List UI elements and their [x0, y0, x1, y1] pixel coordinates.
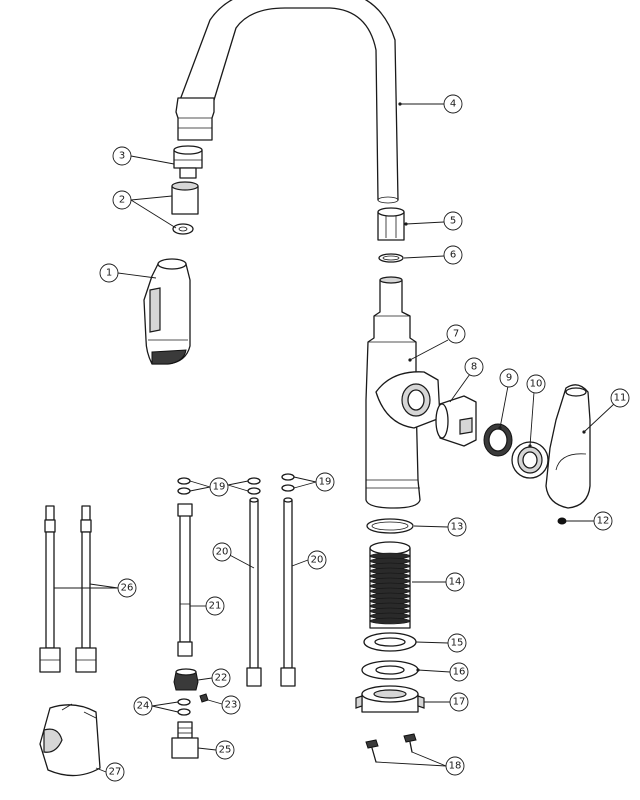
part-20-supply-tubes	[246, 497, 296, 687]
part-24-washers	[177, 698, 191, 716]
part-12-set-screw	[557, 517, 567, 525]
svg-text:24: 24	[137, 701, 150, 712]
svg-text:9: 9	[506, 373, 512, 384]
part-7-faucet-body	[365, 276, 441, 509]
svg-text:21: 21	[209, 601, 222, 612]
svg-text:2: 2	[119, 195, 125, 206]
callout-21: 21	[205, 596, 225, 616]
part-3-collar	[173, 145, 203, 179]
callout-1: 1	[99, 263, 119, 283]
callout-17: 17	[449, 692, 469, 712]
callout-18: 18	[445, 756, 465, 776]
svg-text:13: 13	[451, 522, 464, 533]
svg-text:26: 26	[121, 583, 134, 594]
svg-text:5: 5	[450, 216, 456, 227]
part-9-nut	[483, 423, 513, 457]
callout-6: 6	[443, 245, 463, 265]
svg-text:8: 8	[471, 362, 477, 373]
callout-27: 27	[105, 762, 125, 782]
svg-text:17: 17	[453, 697, 466, 708]
svg-text:27: 27	[109, 767, 122, 778]
part-16-plate-washer	[361, 660, 419, 680]
callout-11: 11	[610, 388, 630, 408]
svg-text:10: 10	[530, 379, 543, 390]
svg-text:20: 20	[311, 555, 324, 566]
callout-20-left: 20	[212, 542, 232, 562]
callout-22: 22	[211, 668, 231, 688]
callout-19-left: 19	[209, 477, 229, 497]
callout-12: 12	[593, 511, 613, 531]
part-2-adapter-and-washer	[171, 181, 199, 235]
part-18-screws	[365, 733, 417, 763]
leader-lines	[54, 102, 615, 773]
svg-text:1: 1	[106, 268, 112, 279]
svg-text:7: 7	[453, 329, 459, 340]
svg-text:23: 23	[225, 700, 238, 711]
callout-2: 2	[112, 190, 132, 210]
callout-23: 23	[221, 695, 241, 715]
callout-5: 5	[443, 211, 463, 231]
callout-25: 25	[215, 740, 235, 760]
svg-text:6: 6	[450, 250, 456, 261]
part-25-fitting	[171, 721, 199, 759]
callout-16: 16	[449, 662, 469, 682]
part-8-cartridge	[435, 395, 477, 447]
callout-15: 15	[447, 633, 467, 653]
part-6-o-ring	[378, 253, 404, 263]
svg-text:11: 11	[614, 393, 627, 404]
svg-text:19: 19	[319, 477, 332, 488]
callout-20-right: 20	[307, 550, 327, 570]
svg-text:15: 15	[451, 638, 464, 649]
callout-26: 26	[117, 578, 137, 598]
part-11-handle	[545, 384, 591, 509]
callout-19-right: 19	[315, 472, 335, 492]
part-17-mounting-nut	[355, 685, 425, 713]
svg-text:16: 16	[453, 667, 466, 678]
svg-text:18: 18	[449, 761, 462, 772]
part-5-spout-adapter	[377, 207, 405, 241]
svg-text:14: 14	[449, 577, 462, 588]
part-23-pin	[199, 693, 209, 703]
part-13-gasket	[366, 518, 414, 534]
part-1-spray-head	[143, 258, 191, 365]
svg-text:19: 19	[213, 482, 226, 493]
svg-text:3: 3	[119, 151, 125, 162]
svg-text:4: 4	[450, 99, 456, 110]
callout-4: 4	[443, 94, 463, 114]
part-22-hex-nut	[173, 668, 199, 691]
callout-10: 10	[526, 374, 546, 394]
svg-text:22: 22	[215, 673, 228, 684]
callout-13: 13	[447, 517, 467, 537]
part-15-washer	[363, 632, 417, 652]
callout-7: 7	[446, 324, 466, 344]
callout-24: 24	[133, 696, 153, 716]
callout-8: 8	[464, 357, 484, 377]
part-4-spout-tube	[179, 0, 399, 204]
svg-text:20: 20	[216, 547, 229, 558]
spray-hose-connector	[175, 97, 215, 141]
callout-3: 3	[112, 146, 132, 166]
part-26-supply-hoses	[39, 505, 97, 673]
part-19-o-rings	[177, 473, 295, 495]
svg-text:25: 25	[219, 745, 232, 756]
part-21-outlet-tube	[177, 503, 193, 657]
callout-14: 14	[445, 572, 465, 592]
callout-9: 9	[499, 368, 519, 388]
part-27-hose-weight	[39, 703, 101, 777]
svg-text:12: 12	[597, 516, 610, 527]
part-14-threaded-shank	[369, 541, 411, 629]
